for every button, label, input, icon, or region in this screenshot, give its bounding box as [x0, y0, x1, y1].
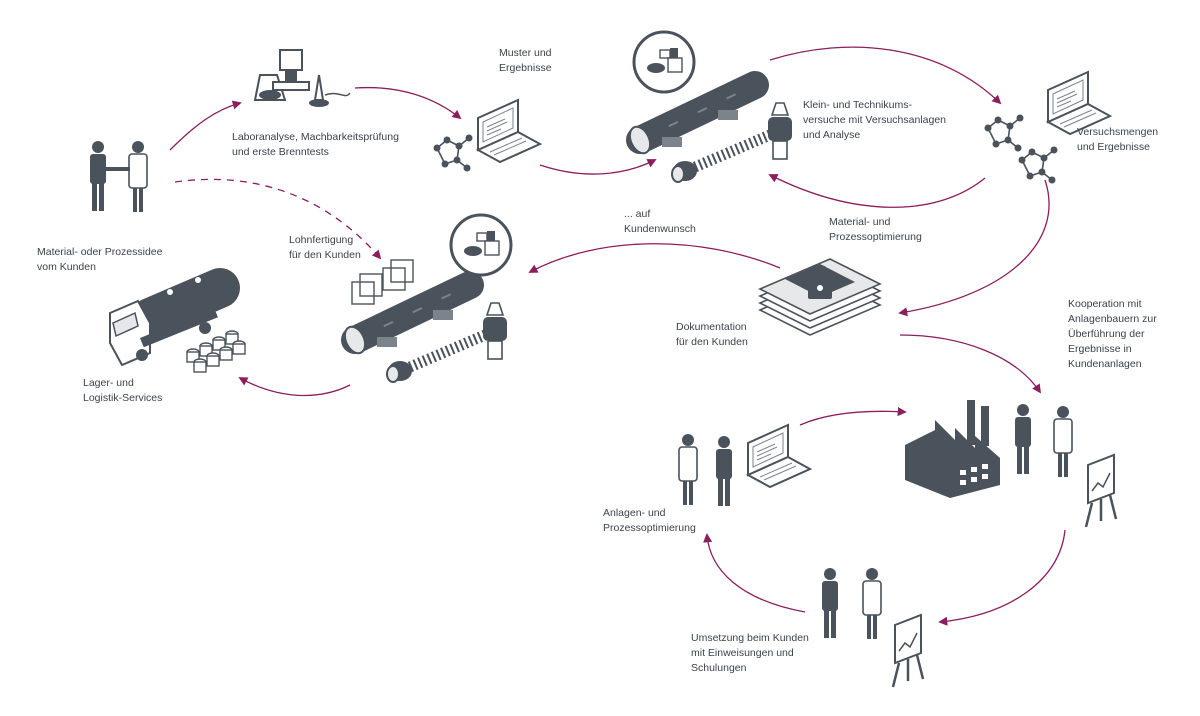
- arrow-trials-to-docs: [898, 179, 1050, 317]
- label-material-process-optimization: Material- und Prozessoptimierung: [829, 216, 922, 243]
- lab-equipment-icon: [253, 49, 351, 107]
- molecule-icon: [1017, 145, 1059, 185]
- label-trial-quantities: Versuchsmengen und Ergebnisse: [1077, 126, 1159, 153]
- flipchart-icon: [891, 613, 925, 689]
- label-material-idea: Material- oder Prozessidee vom Kunden: [37, 246, 163, 273]
- label-plant-process-optimization: Anlagen- und Prozessoptimierung: [603, 507, 696, 534]
- molecule-icon: [432, 133, 474, 173]
- rotary-kiln-icon: [626, 85, 792, 182]
- arrow-docs-to-cooperation: [899, 334, 1042, 394]
- tanker-truck-icon: [109, 268, 240, 367]
- label-lab-analysis: Laboranalyse, Machbarkeitsprüfung und er…: [232, 131, 399, 158]
- laptop-icon: [477, 99, 541, 163]
- rotary-kiln-icon: [341, 285, 507, 382]
- arrow-lab-to-samples: [354, 86, 462, 120]
- arrow-pilot-to-trials: [769, 46, 1002, 105]
- arrow-optimization-loop: [768, 174, 986, 208]
- arrow-idea-to-lab: [169, 100, 242, 151]
- arrow-idea-to-toll-dashed: [174, 178, 382, 260]
- barrels-icon: [186, 330, 246, 373]
- arrow-toll-to-logistics: [238, 377, 351, 397]
- arrow-factory-to-implementation: [938, 529, 1066, 626]
- arrow-optimization-to-factory: [799, 407, 907, 426]
- factory-icon: [905, 400, 1000, 498]
- engineers-icon: [822, 567, 882, 640]
- arrow-samples-to-pilot: [539, 159, 657, 175]
- molecule-icon: [983, 113, 1025, 153]
- engineers-icon: [678, 433, 732, 506]
- label-on-request: ... auf Kundenwunsch: [624, 208, 696, 235]
- bag-frame-icon: [351, 259, 414, 305]
- label-pilot-tests: Klein- und Technikums- versuche mit Vers…: [803, 99, 946, 141]
- business-people-icon: [90, 140, 148, 213]
- label-cooperation: Kooperation mit Anlagenbauern zur Überfü…: [1068, 298, 1157, 370]
- microscope-badge-icon: [449, 213, 513, 277]
- label-documentation: Dokumentation für den Kunden: [676, 321, 748, 348]
- label-samples-results: Muster und Ergebnisse: [499, 47, 552, 74]
- arrow-implementation-to-optimization: [703, 533, 806, 613]
- label-implementation: Umsetzung beim Kunden mit Einweisungen u…: [691, 632, 809, 674]
- laptop-icon: [747, 424, 811, 488]
- engineers-icon: [1015, 404, 1073, 478]
- label-storage-logistics: Lager- und Logistik-Services: [83, 377, 163, 404]
- arrow-docs-to-toll: [528, 243, 781, 273]
- microscope-badge-icon: [632, 30, 696, 94]
- flipchart-icon: [1084, 453, 1118, 529]
- locked-documents-icon: [758, 258, 882, 336]
- label-toll-manufacturing: Lohnfertigung für den Kunden: [289, 234, 361, 261]
